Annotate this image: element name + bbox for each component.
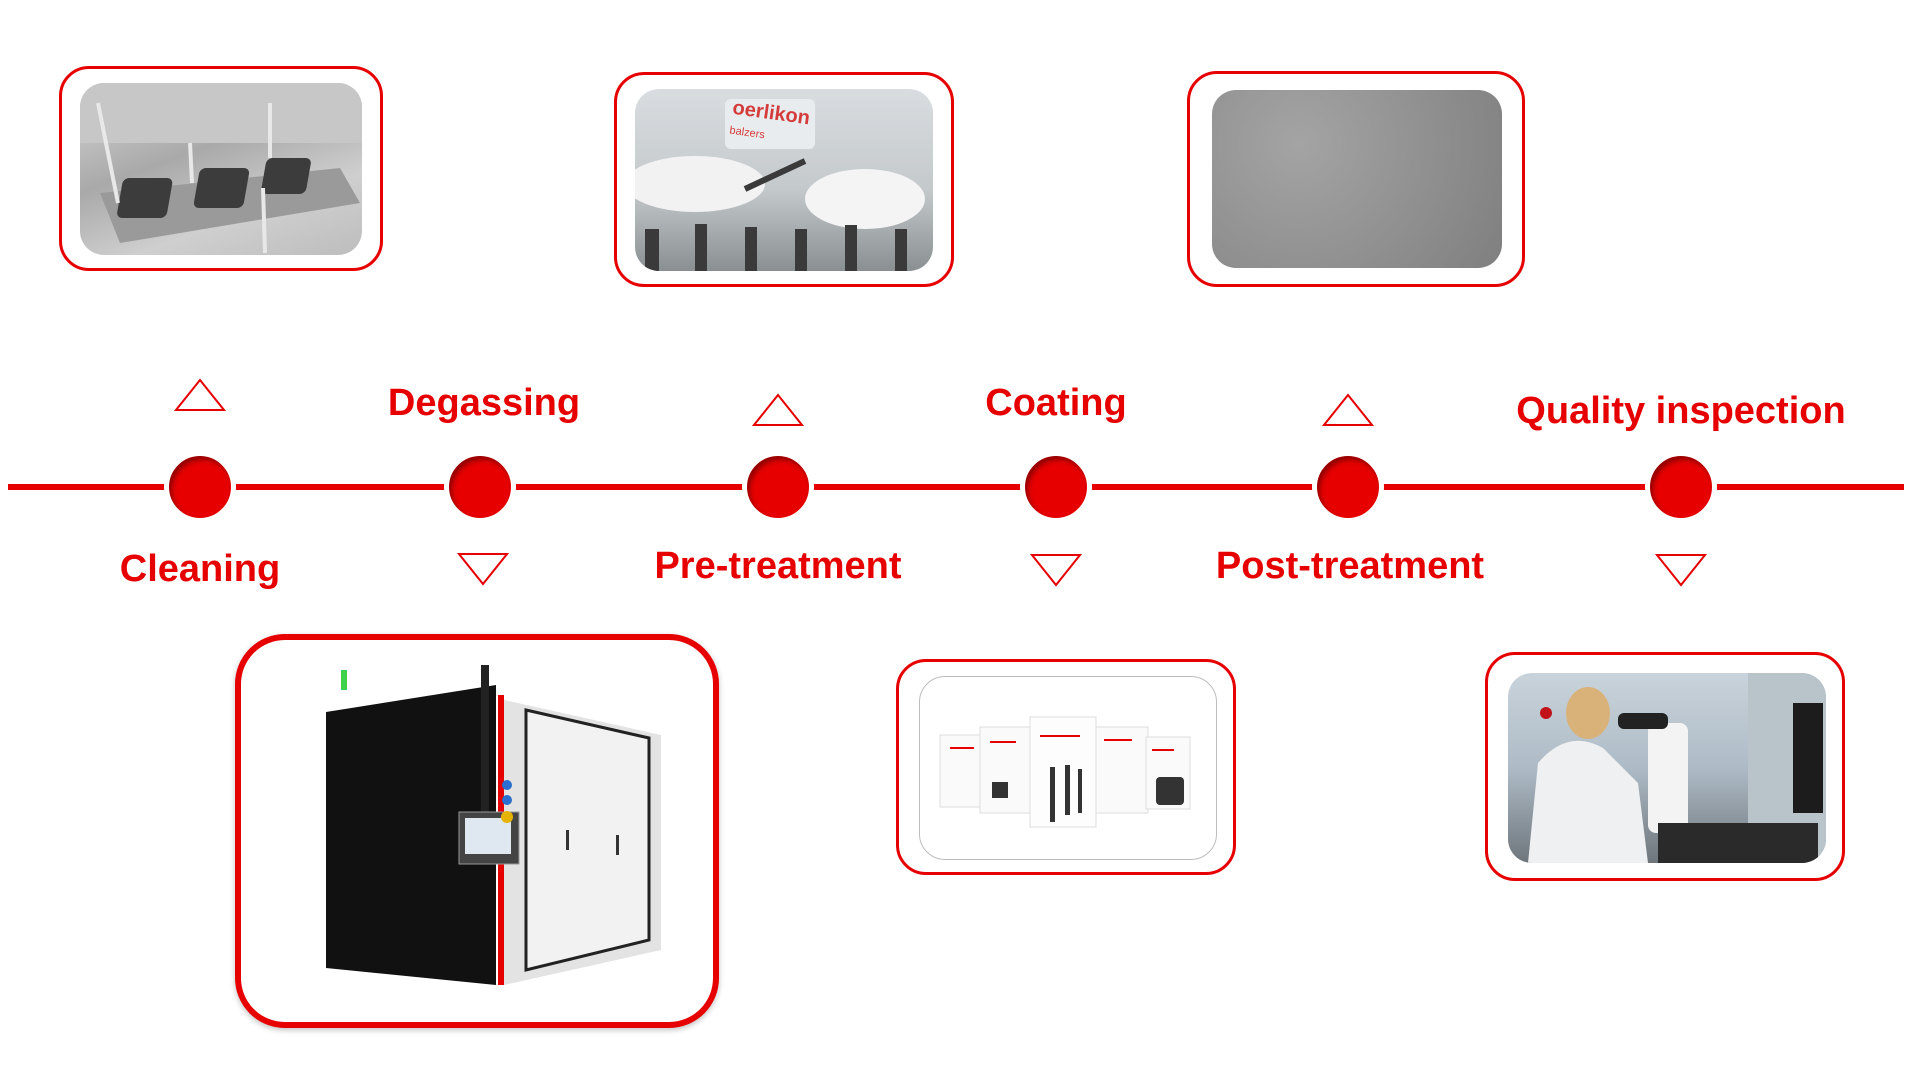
step-label-pre-treatment: Pre-treatment	[654, 545, 902, 587]
microscope-graphic	[1528, 673, 1826, 863]
brochures-photo	[919, 676, 1217, 860]
microscope-inspection-photo	[1508, 673, 1826, 863]
hands-graphic	[635, 99, 925, 271]
brochures-graphic	[939, 716, 1191, 828]
post-treatment-image-frame	[1187, 71, 1525, 287]
step-node-post-treatment	[1312, 451, 1384, 523]
step-node-cleaning	[164, 451, 236, 523]
pre-treatment-image-frame: oerlikon balzers	[614, 72, 954, 287]
down-triangle-icon	[1030, 554, 1082, 587]
timeline-line	[8, 484, 1904, 490]
down-triangle-icon	[457, 553, 509, 586]
step-node-coating	[1020, 451, 1092, 523]
step-node-pre-treatment	[742, 451, 814, 523]
degassing-image-frame	[235, 634, 719, 1028]
up-triangle-icon	[1322, 393, 1374, 426]
step-label-quality-inspection: Quality inspection	[1516, 390, 1846, 432]
step-label-post-treatment: Post-treatment	[1215, 545, 1485, 587]
cleaning-image-frame	[59, 66, 383, 271]
coating-machine-photo	[326, 665, 661, 985]
step-label-degassing: Degassing	[387, 382, 581, 424]
up-triangle-icon	[752, 393, 804, 426]
cleaning-rack-photo	[80, 83, 362, 255]
coating-image-frame	[896, 659, 1236, 875]
cleaning-rack-graphic	[80, 83, 362, 254]
step-node-degassing	[444, 451, 516, 523]
step-label-coating: Coating	[985, 382, 1127, 424]
gloved-hands-drill-photo: oerlikon balzers	[635, 89, 933, 271]
down-triangle-icon	[1655, 554, 1707, 587]
step-node-quality-inspection	[1645, 451, 1717, 523]
step-label-cleaning: Cleaning	[119, 548, 281, 590]
coating-surface-photo	[1212, 90, 1502, 268]
up-triangle-icon	[174, 378, 226, 411]
quality-inspection-image-frame	[1485, 652, 1845, 881]
